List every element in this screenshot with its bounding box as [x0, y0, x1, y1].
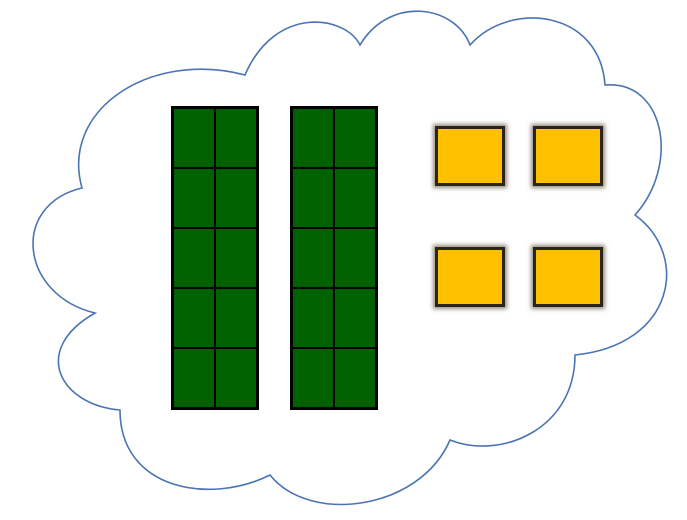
ten-rod-1-cell-8	[215, 288, 257, 348]
ten-rod-1-cell-5	[173, 228, 215, 288]
unit-cube-4	[533, 247, 603, 307]
ten-rod-2-cell-10	[334, 348, 376, 408]
unit-cube-3	[435, 247, 505, 307]
ten-rod-2-cell-4	[334, 168, 376, 228]
ten-rod-1	[171, 106, 259, 410]
ten-rod-2-cell-2	[334, 108, 376, 168]
ten-rod-2-cell-3	[292, 168, 334, 228]
ten-rod-2	[290, 106, 378, 410]
ten-rod-1-cell-4	[215, 168, 257, 228]
unit-cube-2	[533, 126, 603, 186]
ten-rod-2-cell-7	[292, 288, 334, 348]
ten-rod-1-cell-10	[215, 348, 257, 408]
ten-rod-2-cell-5	[292, 228, 334, 288]
unit-cube-1	[435, 126, 505, 186]
ten-rod-1-cell-6	[215, 228, 257, 288]
ten-rod-2-cell-6	[334, 228, 376, 288]
ten-rod-1-cell-9	[173, 348, 215, 408]
ten-rod-2-cell-9	[292, 348, 334, 408]
ten-rod-1-cell-1	[173, 108, 215, 168]
ten-rod-2-cell-8	[334, 288, 376, 348]
ten-rod-2-cell-1	[292, 108, 334, 168]
ten-rod-1-cell-7	[173, 288, 215, 348]
ten-rod-1-cell-2	[215, 108, 257, 168]
ten-rod-1-cell-3	[173, 168, 215, 228]
